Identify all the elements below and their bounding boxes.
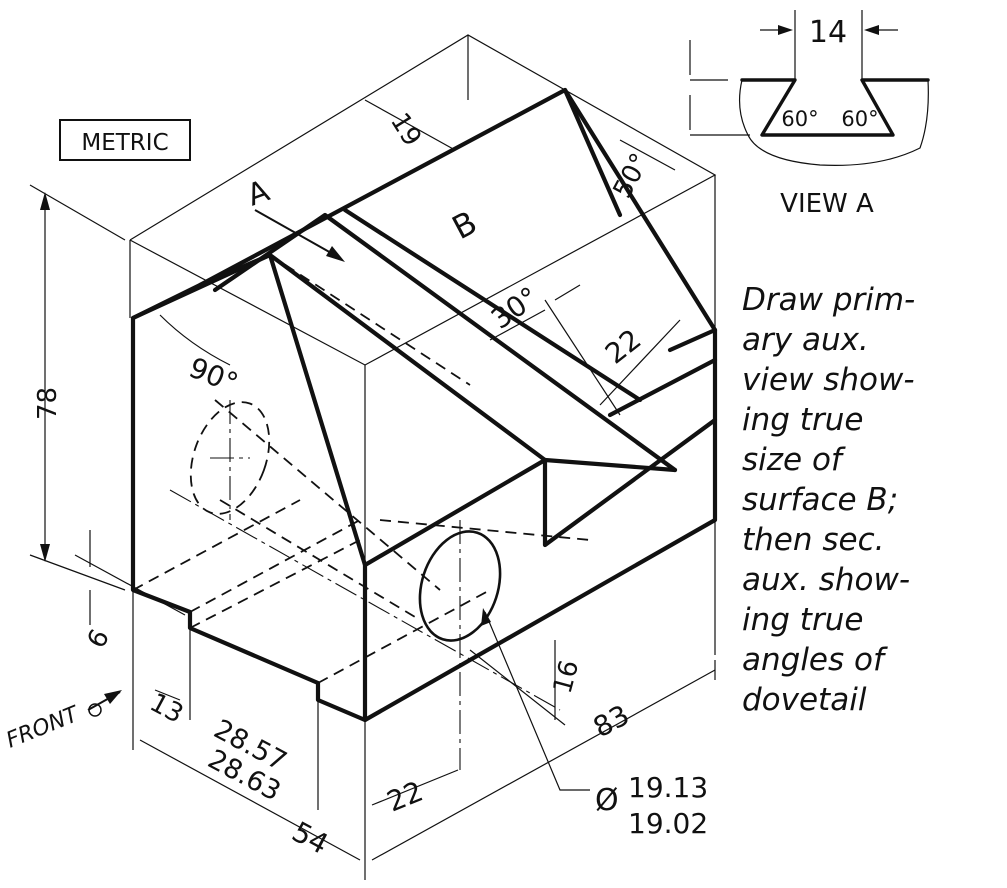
object-outline xyxy=(130,87,718,723)
note-line-8: aux. show- xyxy=(742,562,910,598)
note-line-11: dovetail xyxy=(742,682,867,718)
view-a-inset xyxy=(689,10,930,166)
dim-top-50: 50° xyxy=(608,149,656,204)
dim-dovetail-width: 14 xyxy=(809,15,847,50)
dim-depth-83: 83 xyxy=(588,698,635,744)
dim-hole-dia-upper: 19.13 xyxy=(628,771,708,804)
dim-angle-90: 90° xyxy=(184,351,242,400)
dim-dovetail-angle-right: 60° xyxy=(841,107,878,131)
note-line-10: angles of xyxy=(742,642,888,678)
dim-22-right: 22 xyxy=(599,323,647,371)
center-lines xyxy=(169,400,561,770)
dim-step-13: 13 xyxy=(145,688,188,730)
metric-badge: METRIC xyxy=(59,119,191,161)
dim-height-78: 78 xyxy=(33,387,63,420)
front-label: FRONT xyxy=(3,702,83,754)
dim-hole-height-16: 16 xyxy=(548,657,586,697)
note-line-4: ing true xyxy=(742,402,863,438)
dim-hole-offset-22: 22 xyxy=(382,775,427,819)
view-arrow-a-label: A xyxy=(243,173,275,213)
note-line-5: size of xyxy=(742,442,846,478)
note-line-7: then sec. xyxy=(742,522,885,558)
note-line-3: view show- xyxy=(742,362,915,398)
dim-angle-30: 30° xyxy=(485,280,545,336)
dim-step-6: 6 xyxy=(82,625,116,654)
metric-label: METRIC xyxy=(81,130,168,156)
dim-dovetail-angle-left: 60° xyxy=(781,107,818,131)
hidden-lines xyxy=(132,254,591,684)
note-line-9: ing true xyxy=(742,602,863,638)
dimension-lines xyxy=(29,99,716,880)
instruction-note: Draw prim- ary aux. view show- ing true … xyxy=(742,282,915,718)
note-line-1: Draw prim- xyxy=(742,282,915,318)
note-line-6: surface B; xyxy=(742,482,898,518)
note-line-2: ary aux. xyxy=(742,322,869,358)
dim-width-54: 54 xyxy=(287,815,334,861)
surface-b-label: B xyxy=(446,203,483,247)
dim-hole-dia-lower: 19.02 xyxy=(628,807,708,840)
view-a-label: VIEW A xyxy=(780,189,874,219)
diameter-symbol: Ø xyxy=(595,783,619,818)
hole-right-visible xyxy=(418,530,502,642)
